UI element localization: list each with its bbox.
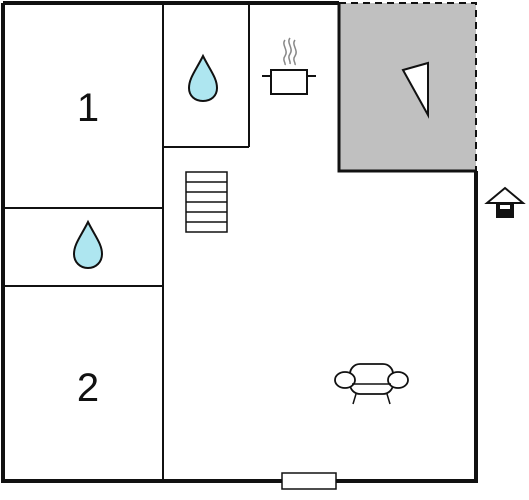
room-label-2: 2 <box>77 366 99 410</box>
entrance-house-icon <box>484 186 526 218</box>
terrace-dashed-edge <box>339 2 477 171</box>
room-label-1: 1 <box>77 86 99 130</box>
water-drop-icon <box>72 219 104 270</box>
cooking-pot-icon <box>262 37 316 95</box>
sofa-icon <box>334 363 409 405</box>
terrace <box>337 2 477 173</box>
window-icon <box>281 472 337 490</box>
water-drop-icon <box>187 53 219 103</box>
stairs-icon <box>185 171 228 233</box>
terrace-fill <box>339 3 476 171</box>
terrace-wall <box>337 3 476 173</box>
interior-walls <box>3 3 250 481</box>
outer-wall <box>1 1 478 483</box>
terrace-icon <box>401 61 429 119</box>
